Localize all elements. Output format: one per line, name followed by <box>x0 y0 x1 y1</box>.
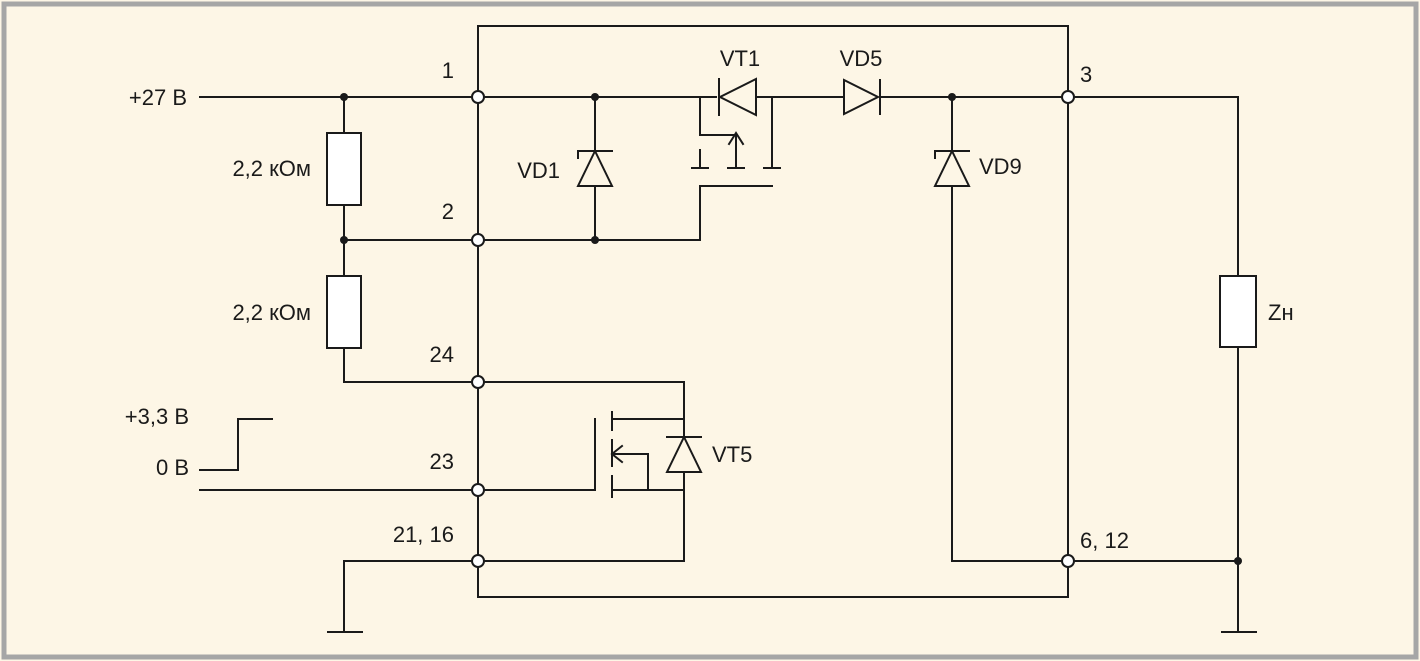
resistor-divider <box>326 96 473 383</box>
junction-dot <box>340 236 348 244</box>
resistor-top <box>326 132 362 206</box>
pin-label-24: 24 <box>430 342 454 367</box>
load-impedance <box>1219 275 1257 348</box>
resistor-bottom <box>326 275 362 349</box>
pin-label-3: 3 <box>1080 62 1092 87</box>
pin-label-6-12: 6, 12 <box>1080 528 1129 553</box>
diode-vd5 <box>843 78 881 116</box>
vd1-label: VD1 <box>517 158 560 183</box>
ground-left <box>327 560 685 633</box>
vd9-label: VD9 <box>979 154 1022 179</box>
signal-high-label: +3,3 В <box>125 404 189 429</box>
vt5-label: VT5 <box>712 442 752 467</box>
load-branch <box>1073 96 1257 633</box>
junction-dot <box>591 236 599 244</box>
mosfet-vt1 <box>691 77 781 241</box>
pin-node-24 <box>471 375 485 389</box>
vd5-label: VD5 <box>840 46 883 71</box>
pin-node-2 <box>471 233 485 247</box>
junction-dot <box>948 93 956 101</box>
vt1-label: VT1 <box>720 46 760 71</box>
signal-low-label: 0 В <box>156 455 189 480</box>
supply-label: +27 В <box>129 85 187 110</box>
pin-node-1 <box>471 90 485 104</box>
resistor-bottom-label: 2,2 кОм <box>232 300 311 325</box>
ic-module-outline <box>477 25 1069 598</box>
junction-dot <box>591 93 599 101</box>
pin-node-21-16 <box>471 554 485 568</box>
pin-label-23: 23 <box>430 449 454 474</box>
pin-node-3 <box>1061 90 1075 104</box>
junction-dot <box>1234 557 1242 565</box>
pin-label-1: 1 <box>442 58 454 83</box>
pin-node-23 <box>471 483 485 497</box>
zener-vd1 <box>576 96 614 241</box>
junction-dot <box>340 93 348 101</box>
resistor-top-label: 2,2 кОм <box>232 156 311 181</box>
mosfet-vt5 <box>483 381 703 562</box>
pin-label-21-16: 21, 16 <box>393 522 454 547</box>
load-label: Zн <box>1268 300 1294 325</box>
pin-node-6-12 <box>1061 554 1075 568</box>
zener-vd9 <box>933 96 1063 562</box>
pin-label-2: 2 <box>442 199 454 224</box>
signal-input <box>199 418 473 491</box>
